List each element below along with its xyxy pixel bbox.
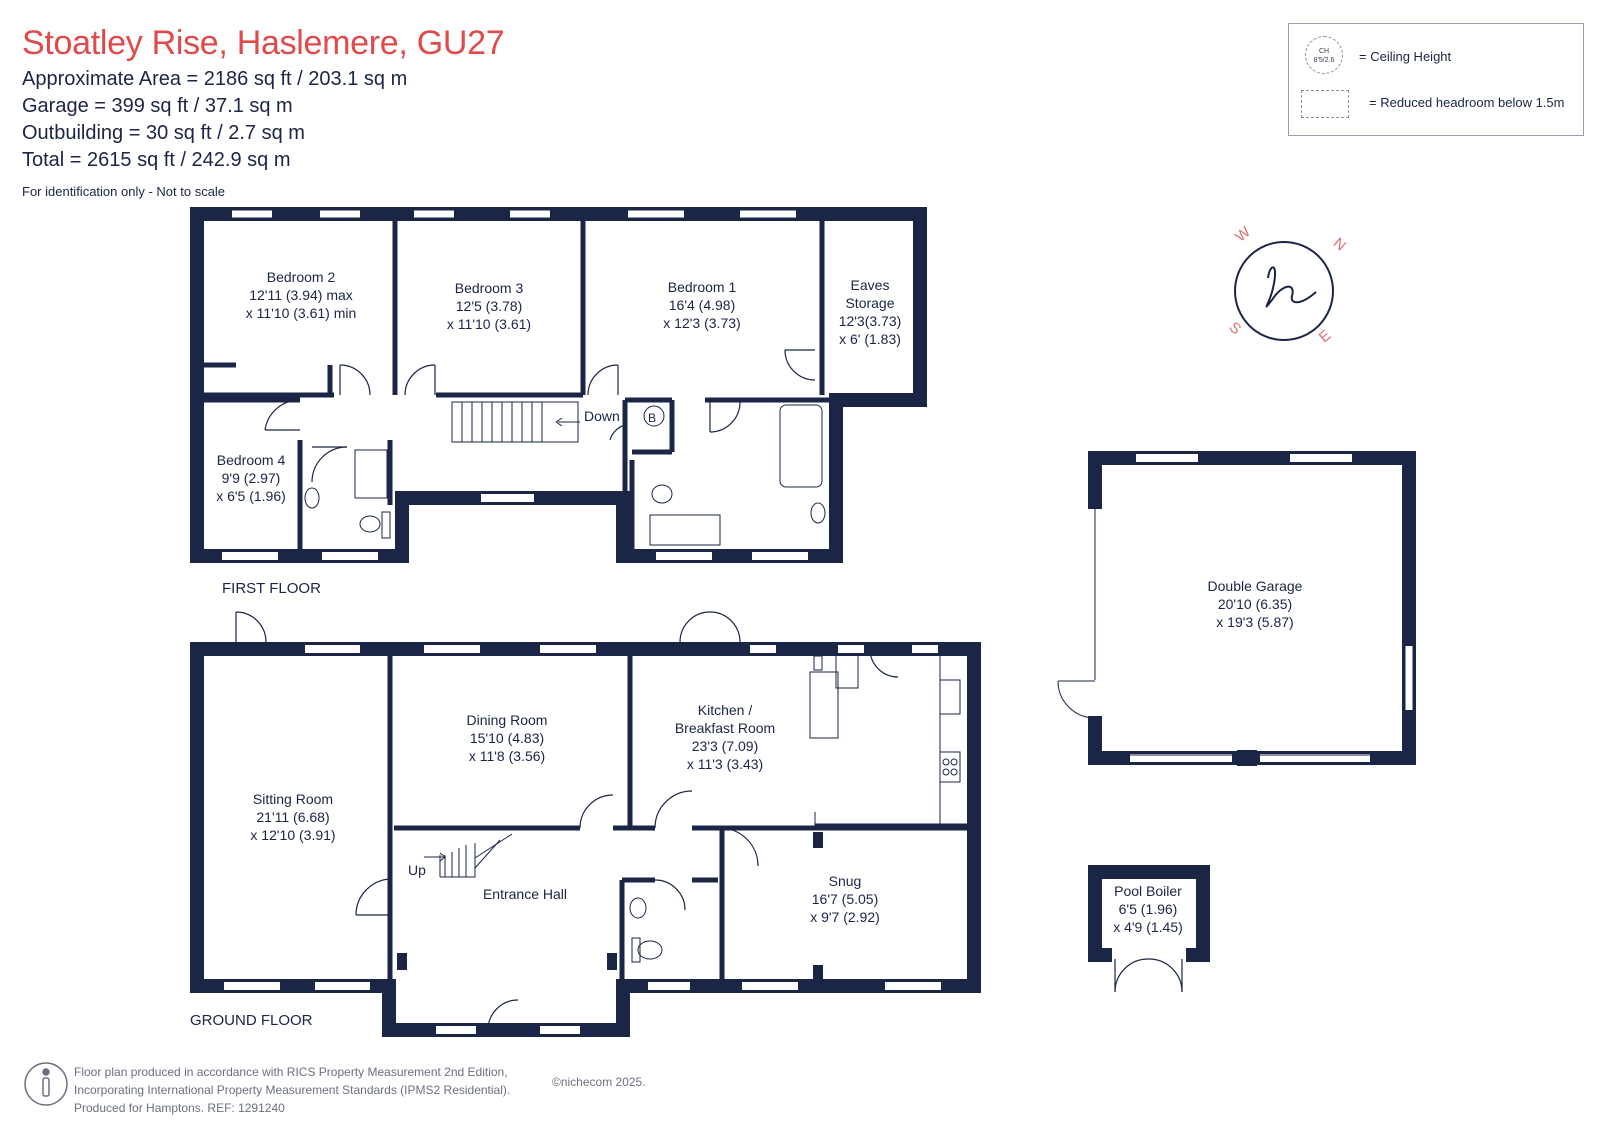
room-dim: 12'11 (3.94) max (249, 287, 353, 303)
room-kitchen-breakfast: Kitchen / Breakfast Room 23'3 (7.09) x 1… (650, 701, 800, 773)
room-name: Bedroom 2 (266, 269, 336, 285)
legend: CH 8'5/2.6 = Ceiling Height = Reduced he… (1288, 23, 1584, 136)
first-floor-fixtures (304, 404, 826, 546)
room-sitting-room: Sitting Room 21'11 (6.68) x 12'10 (3.91) (218, 790, 368, 844)
room-pool-boiler: Pool Boiler 6'5 (1.96) x 4'9 (1.45) (1100, 882, 1196, 936)
stairs-up-label: Up (408, 862, 426, 878)
footer-line: Produced for Hamptons. REF: 1291240 (74, 1101, 285, 1115)
room-dim: 12'5 (3.78) (455, 298, 523, 314)
room-entrance-hall: Entrance Hall (450, 885, 600, 903)
room-dim: 6'5 (1.96) (1118, 901, 1178, 917)
approximate-area: Approximate Area = 2186 sq ft / 203.1 sq… (22, 68, 408, 90)
room-dim: x 12'10 (3.91) (250, 827, 336, 843)
boiler-label: B (648, 411, 657, 425)
room-dim: 21'11 (6.68) (256, 809, 330, 825)
room-dim: x 11'8 (3.56) (468, 748, 546, 764)
room-name: Bedroom 1 (667, 279, 737, 295)
room-dim: x 4'9 (1.45) (1113, 919, 1183, 935)
room-eaves-storage: Eaves Storage 12'3(3.73) x 6' (1.83) (826, 276, 914, 348)
legend-ceiling-height: = Ceiling Height (1359, 49, 1452, 64)
room-dim: x 19'3 (5.87) (1216, 614, 1294, 630)
room-dim: 16'4 (4.98) (668, 297, 736, 313)
room-dim: 16'7 (5.05) (811, 891, 879, 907)
room-name: Double Garage (1207, 578, 1303, 594)
room-dim: 20'10 (6.35) (1217, 596, 1293, 612)
ground-floor-windows (224, 645, 941, 1034)
outbuilding-area: Outbuilding = 30 sq ft / 2.7 sq m (22, 122, 305, 144)
room-dim: x 6'5 (1.96) (216, 488, 286, 504)
room-double-garage: Double Garage 20'10 (6.35) x 19'3 (5.87) (1180, 577, 1330, 631)
compass-icon (1234, 241, 1334, 341)
garage-area: Garage = 399 sq ft / 37.1 sq m (22, 95, 293, 117)
room-dim: x 11'10 (3.61) (446, 316, 532, 332)
ground-floor-label: GROUND FLOOR (190, 1012, 313, 1029)
first-floor-stairs (451, 401, 580, 443)
room-bedroom-2: Bedroom 2 12'11 (3.94) max x 11'10 (3.61… (226, 268, 376, 322)
room-bedroom-4: Bedroom 4 9'9 (2.97) x 6'5 (1.96) (204, 451, 298, 505)
kitchen-fixtures (809, 655, 961, 827)
room-name: Entrance Hall (482, 886, 568, 902)
room-dim: 9'9 (2.97) (221, 470, 281, 486)
garage-windows (1130, 454, 1413, 762)
legend-reduced-headroom: = Reduced headroom below 1.5m (1369, 95, 1565, 110)
room-dim: x 11'10 (3.61) min (245, 305, 357, 321)
ceiling-height-icon: CH 8'5/2.6 (1305, 36, 1343, 74)
room-bedroom-1: Bedroom 1 16'4 (4.98) x 12'3 (3.73) (627, 278, 777, 332)
room-name: Snug (828, 873, 862, 889)
room-name: Kitchen / (697, 702, 753, 718)
stairs-down-label: Down (584, 408, 620, 424)
room-name: Breakfast Room (674, 720, 776, 736)
first-floor-doors (264, 349, 816, 483)
room-name: Sitting Room (252, 791, 334, 807)
pool-boiler-walls (1088, 865, 1210, 962)
room-name: Bedroom 3 (454, 280, 524, 296)
page-title: Stoatley Rise, Haslemere, GU27 (22, 24, 505, 62)
disclaimer: For identification only - Not to scale (22, 184, 226, 199)
copyright: ©nichecom 2025. (552, 1075, 646, 1089)
footer-notes: Floor plan produced in accordance with R… (74, 1063, 510, 1117)
room-dim: x 6' (1.83) (839, 331, 901, 347)
first-floor-inner-walls (204, 214, 836, 556)
first-floor-label: FIRST FLOOR (222, 580, 321, 597)
first-floor-windows (222, 210, 808, 560)
footer-line: Incorporating International Property Mea… (74, 1083, 511, 1097)
ground-floor-stairs (424, 833, 663, 963)
info-icon (24, 1062, 68, 1106)
room-dim: x 11'3 (3.43) (686, 756, 764, 772)
room-snug: Snug 16'7 (5.05) x 9'7 (2.92) (770, 872, 920, 926)
ground-floor-inner-walls (387, 656, 967, 979)
room-name: Bedroom 4 (216, 452, 286, 468)
room-name: Storage (845, 295, 895, 311)
room-bedroom-3: Bedroom 3 12'5 (3.78) x 11'10 (3.61) (414, 279, 564, 333)
room-dim: x 9'7 (2.92) (810, 909, 880, 925)
room-dim: x 12'3 (3.73) (663, 315, 741, 331)
room-dining-room: Dining Room 15'10 (4.83) x 11'8 (3.56) (432, 711, 582, 765)
room-dim: 23'3 (7.09) (691, 738, 759, 754)
first-floor-walls (190, 207, 927, 563)
total-area: Total = 2615 sq ft / 242.9 sq m (22, 149, 291, 171)
room-name: Eaves (850, 277, 890, 293)
room-name: Dining Room (466, 712, 548, 728)
footer-line: Floor plan produced in accordance with R… (74, 1065, 508, 1079)
room-name: Pool Boiler (1114, 883, 1182, 899)
room-dim: 15'10 (4.83) (469, 730, 545, 746)
ground-floor-doors (235, 611, 899, 1031)
reduced-headroom-icon (1301, 90, 1349, 118)
garage-walls (1088, 451, 1416, 765)
room-dim: 12'3(3.73) (838, 313, 902, 329)
